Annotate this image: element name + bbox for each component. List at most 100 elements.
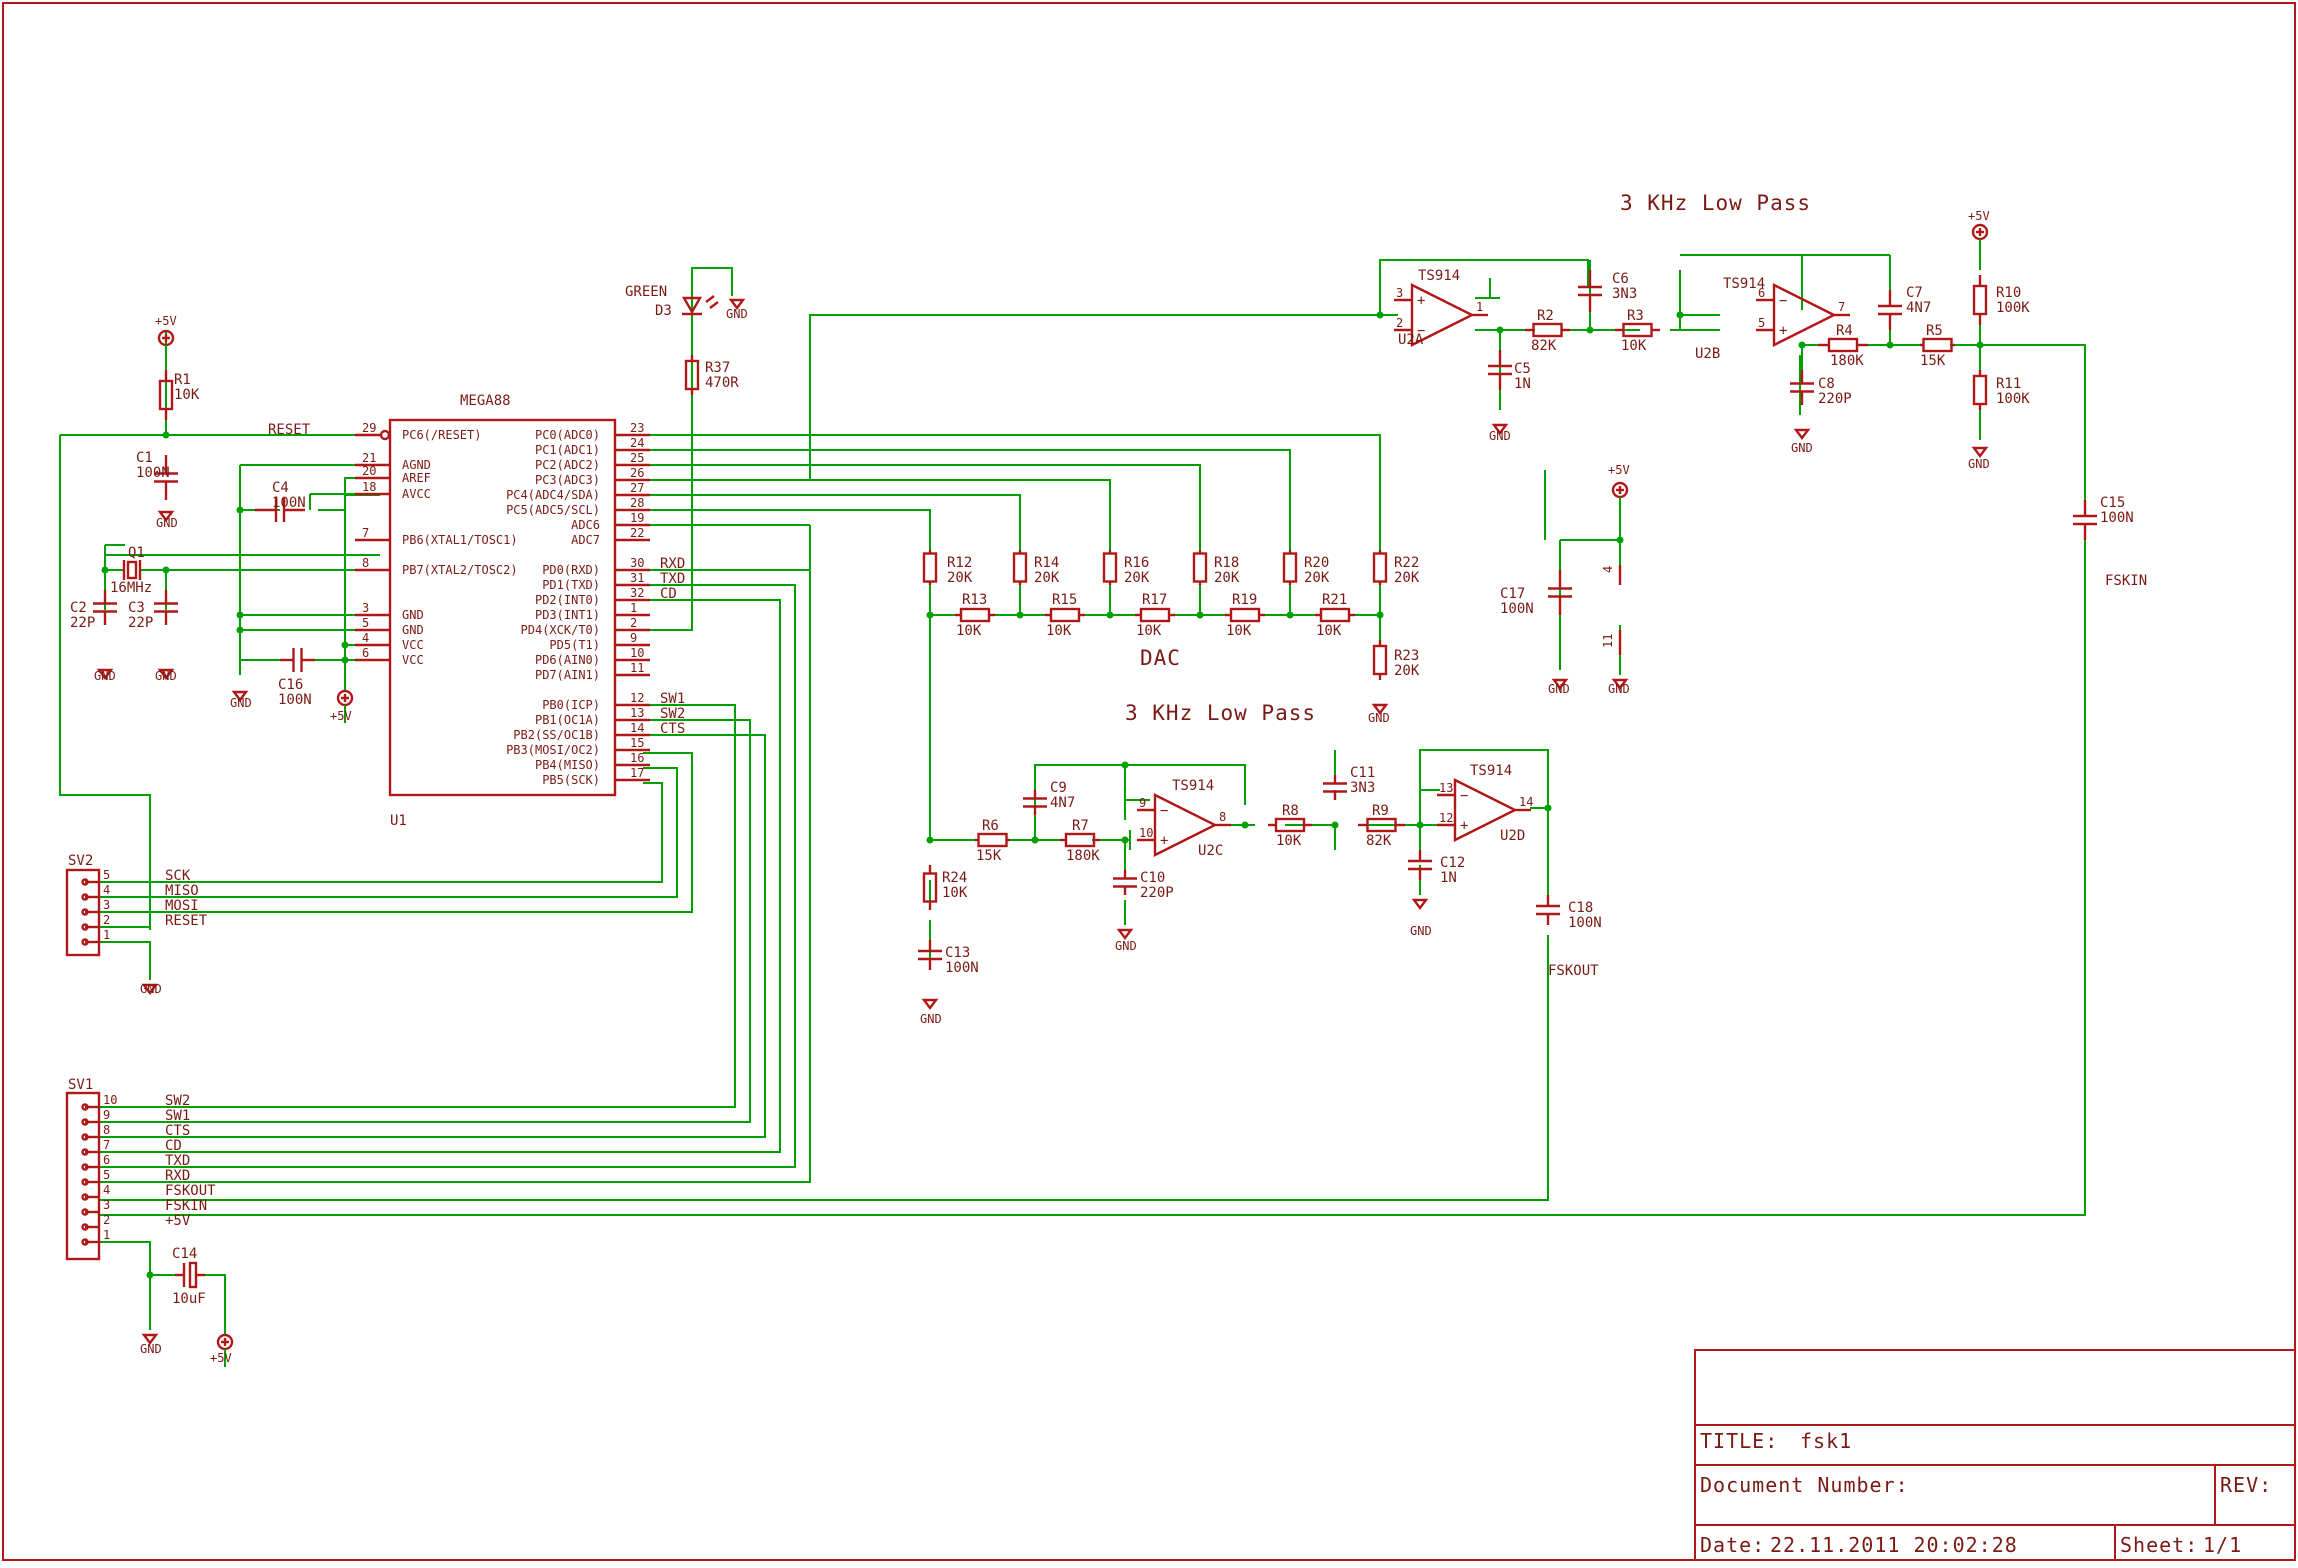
sv2-pin[interactable]: 1 bbox=[81, 928, 111, 946]
part-ref: R37 bbox=[705, 360, 730, 376]
crystal-q1[interactable]: Q1 16MHz bbox=[110, 545, 152, 596]
sv1-pin[interactable]: 1 bbox=[81, 1228, 111, 1246]
led-d3[interactable]: GREEN D3 bbox=[625, 284, 719, 319]
sv1-pin[interactable]: 2+5V bbox=[81, 1213, 191, 1231]
